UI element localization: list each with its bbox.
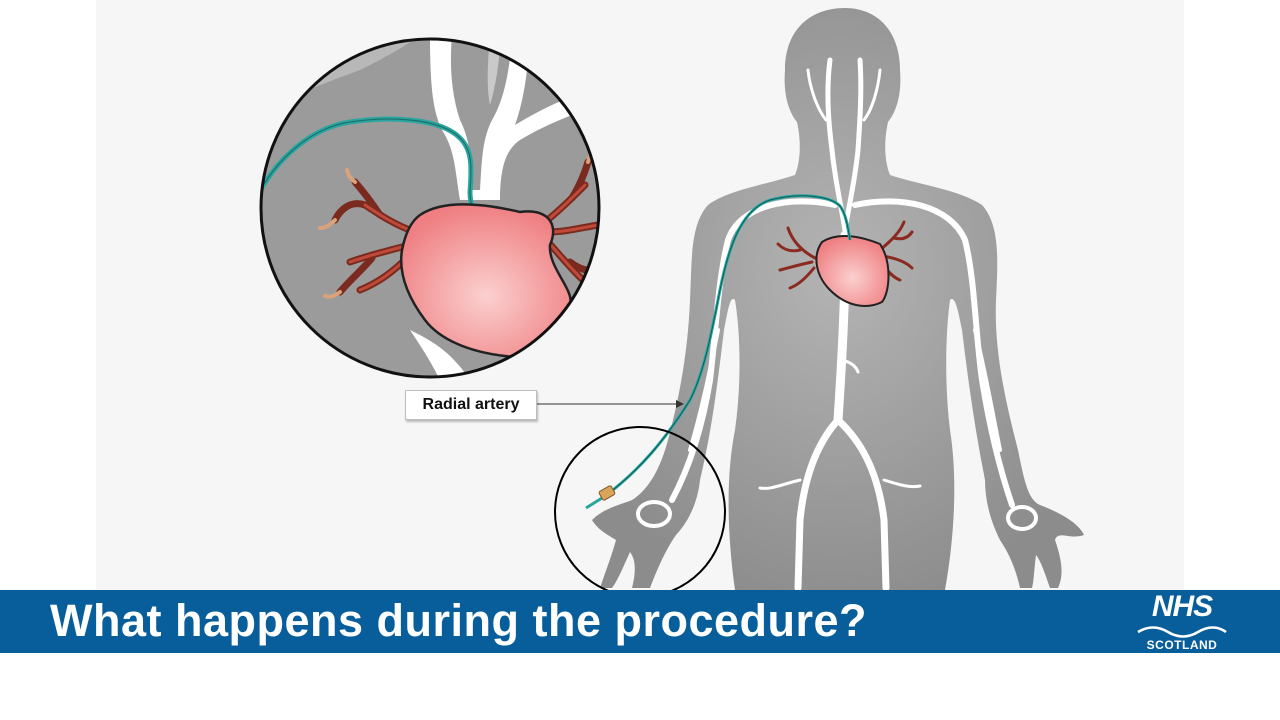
title-banner (0, 590, 1280, 653)
heart-small (815, 235, 890, 307)
human-body-illustration (592, 8, 1084, 590)
nhs-scotland-logo: NHS SCOTLAND (1132, 590, 1232, 653)
hand-magnifier-circle (554, 426, 726, 590)
logo-scotland-text: SCOTLAND (1146, 638, 1218, 652)
logo-wave-icon (1137, 626, 1227, 638)
logo-nhs-text: NHS (1151, 590, 1213, 623)
catheter-sheath (585, 485, 616, 510)
radial-artery-label: Radial artery (405, 390, 537, 420)
body-vessels (636, 57, 1038, 590)
procedure-illustration (259, 8, 1084, 590)
zoom-magnifier-circle (259, 37, 601, 379)
slide-title: What happens during the procedure? (50, 595, 868, 646)
